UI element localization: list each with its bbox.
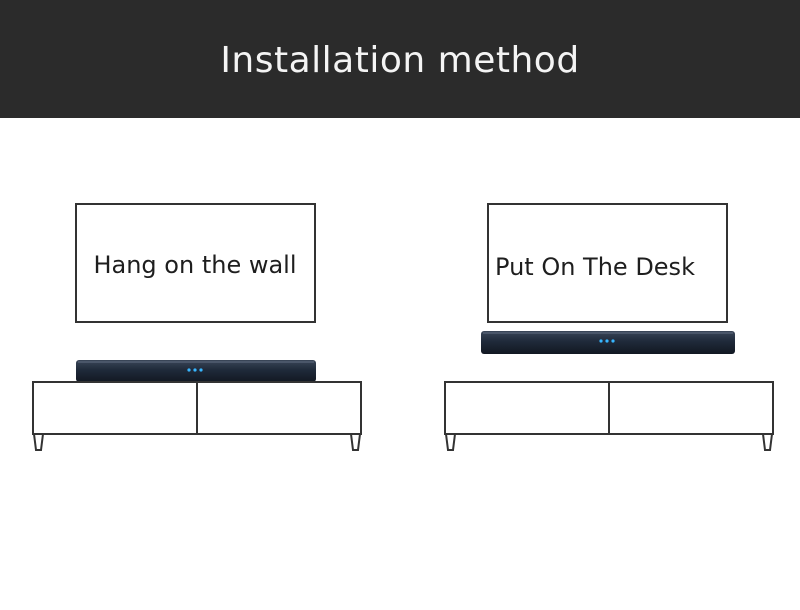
page-title: Installation method: [220, 39, 580, 81]
desk-placement-label: Put On The Desk: [495, 253, 695, 281]
indicator-light-icon: [611, 339, 615, 343]
cabinet-leg: [32, 433, 45, 451]
indicator-light-icon: [193, 368, 197, 372]
indicator-light-icon: [605, 339, 609, 343]
tv-screen-wall: [75, 203, 316, 323]
header-banner: Installation method: [0, 0, 800, 118]
cabinet-leg: [349, 433, 362, 451]
indicator-light-icon: [187, 368, 191, 372]
tv-cabinet-right: [444, 381, 774, 451]
desk-placement-illustration: Put On The Desk: [444, 203, 774, 451]
cabinet-leg: [444, 433, 457, 451]
wall-mount-label: Hang on the wall: [93, 251, 296, 279]
cabinet-leg: [761, 433, 774, 451]
tv-screen-desk: [487, 203, 728, 323]
soundbar-desk: [481, 331, 735, 354]
indicator-light-icon: [599, 339, 603, 343]
wall-mount-illustration: Hang on the wall: [32, 203, 362, 451]
soundbar-wall: [76, 360, 316, 382]
tv-cabinet-left: [32, 381, 362, 451]
indicator-light-icon: [199, 368, 203, 372]
